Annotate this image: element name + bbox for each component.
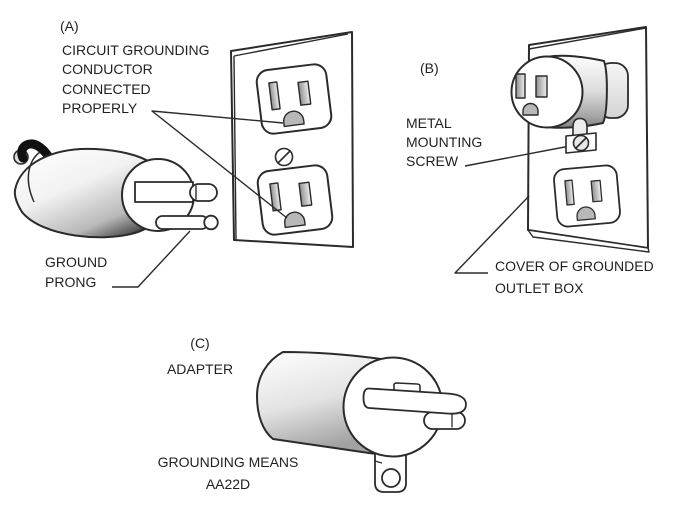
round-prong-c [423,411,466,430]
mounting-screw-b [565,132,597,154]
leader-lines-a [112,110,288,288]
adapter-c [256,351,467,493]
duplex-outlet-bottom-a [255,162,335,238]
ground-prong [155,215,209,230]
lug-hole [381,468,401,488]
panel-b-art [454,26,650,274]
plate-screw-a [274,147,294,167]
adapter-slot-right [535,75,548,98]
adapter-b [510,54,629,129]
duplex-outlet-top-a [254,61,334,137]
panel-a-label: (A) [60,18,79,34]
adapter-slot-left [515,73,526,99]
callout-ground-prong: GROUND PRONG [45,254,108,290]
ground-tab-b [572,117,588,138]
panel-a-art [13,31,354,288]
blade-prong-tip [189,183,218,202]
power-plug [13,139,219,239]
leader-lines-b [454,145,571,274]
callout-adapter: ADAPTER [166,361,234,377]
callout-cover-of-grounded-outlet-box: COVER OF GROUNDED OUTLET BOX [495,258,654,296]
callout-grounding-means: GROUNDING MEANS AA22D [157,454,299,493]
panel-c-label: (C) [190,335,210,351]
blade-prong [134,181,194,203]
grounding-lug [374,449,407,493]
blade-prong-c [362,387,467,415]
panel-c-art [256,351,467,493]
callout-metal-mounting-screw: METAL MOUNTING SCREW [406,115,483,170]
duplex-outlet-bottom-b [552,163,622,229]
panel-b-label: (B) [420,60,439,76]
ground-prong-tip [203,214,219,231]
adapter-ground-hole [522,102,539,116]
plug-grommet-line [27,151,41,203]
callout-circuit-grounding: CIRCUIT GROUNDING CONDUCTOR CONNECTED PR… [62,42,210,116]
